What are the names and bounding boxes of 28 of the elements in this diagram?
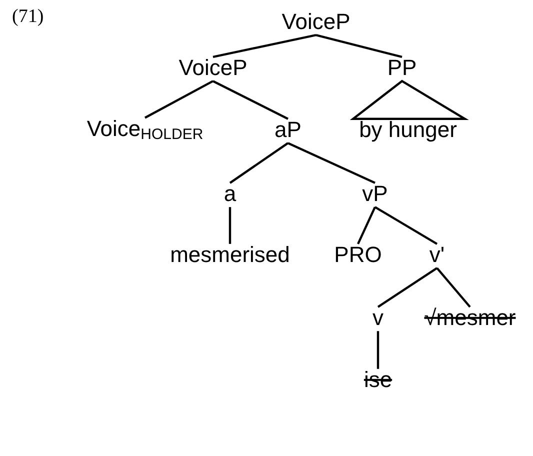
tree-branch [357, 206, 376, 244]
tree-branch [316, 34, 402, 58]
tree-branch [376, 331, 380, 369]
tree-branch [212, 80, 288, 120]
tree-node-label: PRO [334, 242, 382, 268]
tree-node-label: PP [387, 56, 417, 80]
tree-branch [144, 80, 214, 119]
tree-branch [288, 142, 376, 184]
example-number: (71) [12, 6, 44, 28]
tree-node-label: mesmerised [170, 242, 290, 268]
tree-node-label: aP [274, 118, 302, 142]
tree-node-label: √mesmer [424, 306, 516, 330]
tree-branch [229, 142, 289, 184]
tree-branch [377, 267, 438, 308]
tree-branch [436, 267, 471, 308]
tree-node-label: Voice$_{HOLDER}$ [86, 116, 204, 144]
tree-node-label: v [372, 306, 384, 330]
tree-branch [228, 207, 232, 244]
tree-node-label: vP [362, 182, 388, 206]
tree-node-label: a [224, 182, 236, 206]
tree-branch [374, 206, 438, 245]
tree-node-label: VoiceP [282, 10, 350, 34]
tree-node-label: ise [364, 368, 392, 392]
tree-branch [212, 34, 316, 58]
tree-node-label: v' [429, 242, 445, 268]
tree-node-label: VoiceP [178, 56, 248, 80]
tree-node-label: by hunger [359, 118, 457, 142]
triangle-branch [350, 80, 469, 120]
